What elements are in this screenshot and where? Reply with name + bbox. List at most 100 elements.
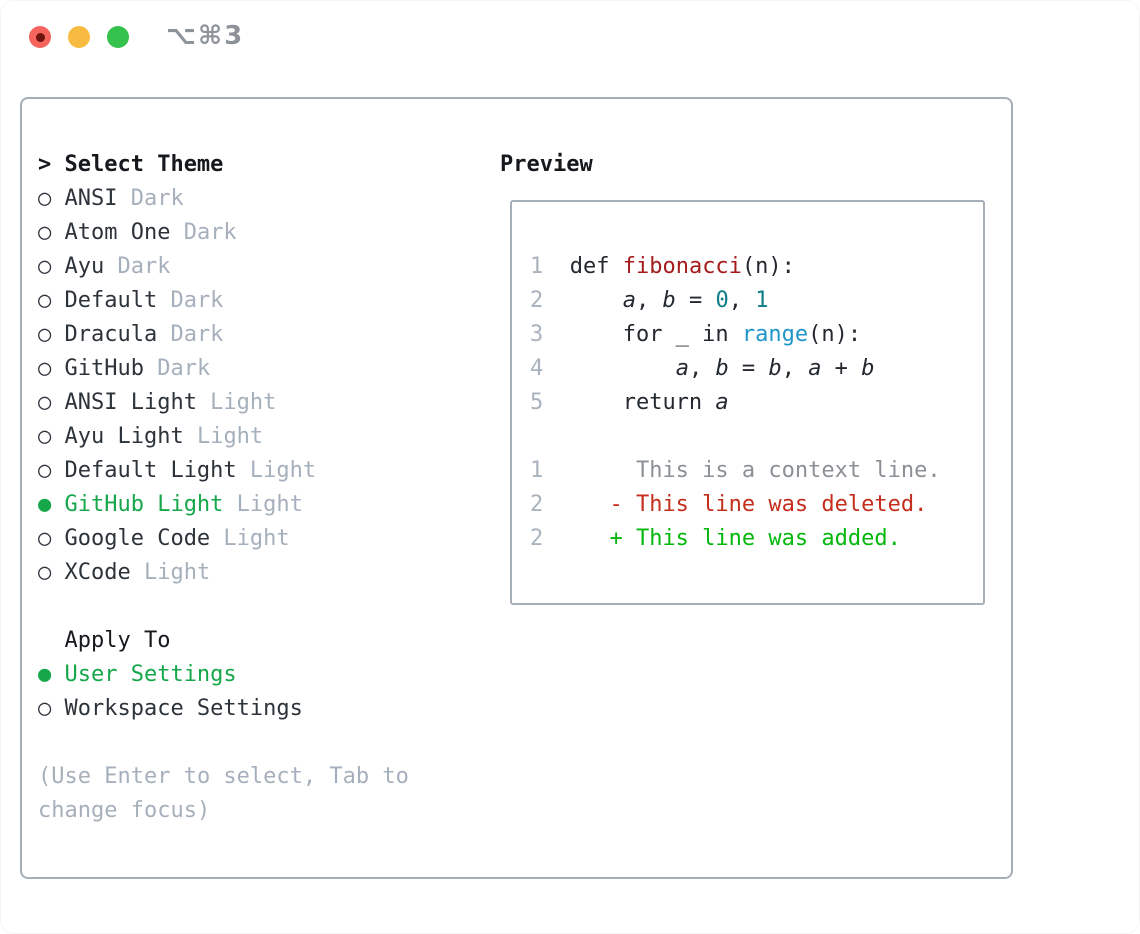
code-segment-add: + This line was added. xyxy=(543,526,901,551)
code-segment-builtin: range xyxy=(741,322,809,347)
line-number: 1 xyxy=(530,458,544,483)
option-variant-label: Dark xyxy=(104,254,171,279)
hint-line-1: (Use Enter to select, Tab to xyxy=(38,764,409,789)
code-segment-ctx: This is a context line. xyxy=(543,458,941,483)
option-variant-label: Dark xyxy=(117,186,184,211)
preview-code-line: 2 - This line was deleted. xyxy=(530,488,983,522)
option-variant-label: Dark xyxy=(157,322,224,347)
line-number: 2 xyxy=(530,526,544,551)
radio-unselected-icon: ○ xyxy=(38,424,52,449)
apply-option-user-settings[interactable]: ● User Settings xyxy=(38,658,478,692)
theme-option-github-light[interactable]: ●GitHub Light Light xyxy=(38,488,478,522)
option-label: User Settings xyxy=(64,662,237,687)
line-number: 2 xyxy=(530,288,544,313)
option-label: Default Light xyxy=(64,458,237,483)
option-variant-label: Dark xyxy=(170,220,237,245)
preview-code-line: 2 + This line was added. xyxy=(530,522,983,556)
code-segment-code: , xyxy=(781,356,809,381)
option-label: Dracula xyxy=(64,322,158,347)
preview-code-box: 1 def fibonacci(n): 2 a, b = 0, 1 3 for _ … xyxy=(510,200,985,605)
theme-picker-panel: >Select Theme ○ANSI Dark○Atom One Dark○A… xyxy=(20,97,1013,879)
option-variant-label: Light xyxy=(196,390,277,415)
line-number: 2 xyxy=(530,492,544,517)
titlebar: ⌥⌘3 xyxy=(0,0,1140,72)
select-theme-heading: > Select Theme xyxy=(38,148,478,182)
window-title: ⌥⌘3 xyxy=(166,21,245,51)
option-variant-label: Light xyxy=(236,458,317,483)
code-segment-var: a xyxy=(715,390,729,415)
select-theme-label: Select Theme xyxy=(64,152,224,177)
hint-line-2: change focus) xyxy=(38,798,211,823)
option-label: Ayu xyxy=(64,254,105,279)
code-segment-func: fibonacci xyxy=(622,254,742,279)
apply-to-list: ● User Settings ○Workspace Settings xyxy=(38,658,478,726)
theme-option-xcode[interactable]: ○ XCode Light xyxy=(38,556,478,590)
code-segment-code xyxy=(543,288,622,313)
radio-unselected-icon: ○ xyxy=(38,254,52,279)
radio-unselected-icon: ○ xyxy=(38,458,52,483)
preview-code-line: 1 This is a context line. xyxy=(530,454,983,488)
code-segment-num: 1 xyxy=(755,288,769,313)
line-number: 5 xyxy=(530,390,544,415)
theme-option-ansi-light[interactable]: ○ANSI Light Light xyxy=(38,386,478,420)
selection-column: >Select Theme ○ANSI Dark○Atom One Dark○A… xyxy=(38,148,478,828)
option-label: ANSI Light xyxy=(64,390,197,415)
code-segment-var: b xyxy=(662,288,676,313)
radio-unselected-icon: ○ xyxy=(38,220,52,245)
radio-unselected-icon: ○ xyxy=(38,356,52,381)
theme-list: ○ANSI Dark○Atom One Dark○Ayu Dark○Defaul… xyxy=(38,182,478,590)
prompt-marker: > xyxy=(38,152,52,177)
code-segment-code: for _ in xyxy=(543,322,742,347)
option-variant-label: Light xyxy=(223,492,303,517)
option-variant-label: Dark xyxy=(157,288,224,313)
theme-option-dracula[interactable]: ○ Dracula Dark xyxy=(38,318,478,352)
code-segment-var: b xyxy=(715,356,729,381)
preview-column: Preview 1 def fibonacci(n):2 a, b = 0, 1… xyxy=(500,148,1000,605)
code-segment-code: , xyxy=(635,288,663,313)
traffic-lights xyxy=(29,26,129,48)
theme-option-ayu[interactable]: ○ Ayu Dark xyxy=(38,250,478,284)
option-label: GitHub xyxy=(64,356,144,381)
option-variant-label: Light xyxy=(130,560,211,585)
radio-unselected-icon: ○ xyxy=(38,288,52,313)
apply-option-workspace-settings[interactable]: ○Workspace Settings xyxy=(38,692,478,726)
theme-option-ayu-light[interactable]: ○Ayu Light Light xyxy=(38,420,478,454)
option-label: Google Code xyxy=(64,526,211,551)
code-segment-code xyxy=(543,356,675,381)
apply-to-heading: Apply To xyxy=(64,628,171,653)
close-button[interactable] xyxy=(29,26,51,48)
theme-option-github[interactable]: ○ GitHub Dark xyxy=(38,352,478,386)
code-segment-code: + xyxy=(821,356,862,381)
theme-option-google-code[interactable]: ○Google Code Light xyxy=(38,522,478,556)
code-segment-code: def xyxy=(543,254,623,279)
line-number: 1 xyxy=(530,254,544,279)
line-number: 3 xyxy=(530,322,544,347)
theme-option-atom-one[interactable]: ○Atom One Dark xyxy=(38,216,478,250)
option-variant-label: Dark xyxy=(143,356,211,381)
code-segment-var: b xyxy=(861,356,875,381)
theme-option-default[interactable]: ○Default Dark xyxy=(38,284,478,318)
apply-to-section: Apply To ● User Settings ○Workspace Settin… xyxy=(38,624,478,726)
radio-selected-icon: ● xyxy=(38,662,52,687)
code-segment-code: , xyxy=(688,356,716,381)
preview-code-line xyxy=(530,420,983,454)
code-segment-code: = xyxy=(728,356,769,381)
code-segment-code: = xyxy=(675,288,716,313)
code-segment-var: a xyxy=(808,356,822,381)
preview-code-line: 2 a, b = 0, 1 xyxy=(530,284,983,318)
theme-option-ansi[interactable]: ○ANSI Dark xyxy=(38,182,478,216)
radio-unselected-icon: ○ xyxy=(38,322,52,347)
radio-unselected-icon: ○ xyxy=(38,186,52,211)
radio-unselected-icon: ○ xyxy=(38,526,52,551)
theme-option-default-light[interactable]: ○ Default Light Light xyxy=(38,454,478,488)
minimize-button[interactable] xyxy=(68,26,90,48)
option-label: XCode xyxy=(64,560,131,585)
code-segment-code: (n): xyxy=(741,254,795,279)
line-number: 4 xyxy=(530,356,544,381)
keyboard-hint: (Use Enter to select, Tab to change focu… xyxy=(38,760,478,828)
code-segment-var: a xyxy=(622,288,636,313)
radio-unselected-icon: ○ xyxy=(38,560,52,585)
zoom-button[interactable] xyxy=(107,26,129,48)
code-segment-num: 0 xyxy=(715,288,729,313)
